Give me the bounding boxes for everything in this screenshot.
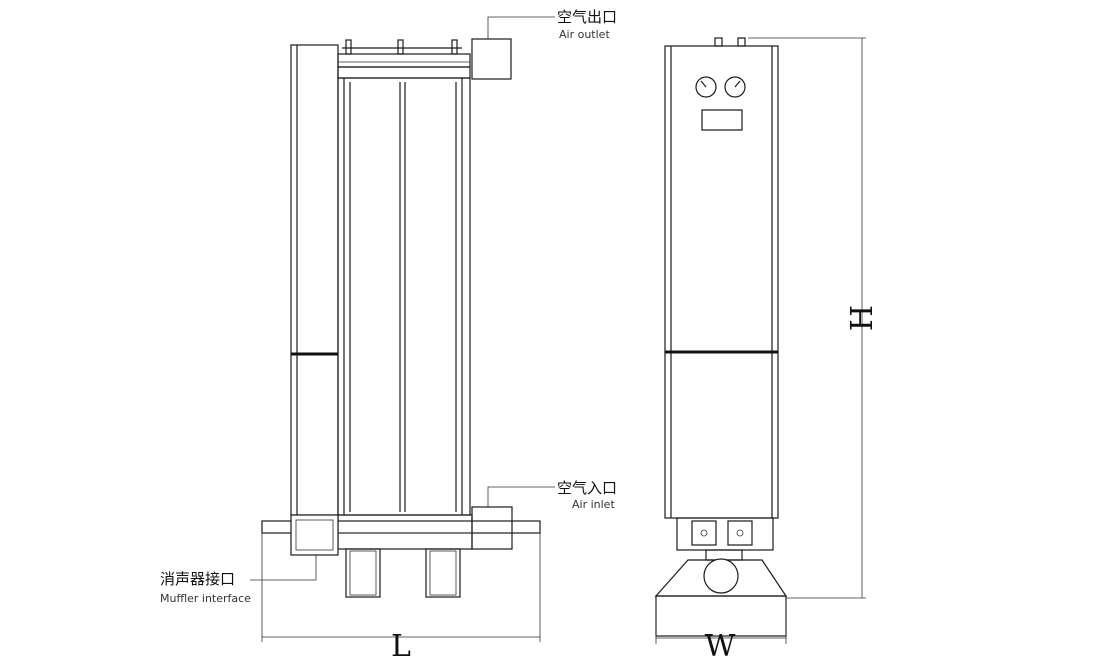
front-leg-left [345,548,381,598]
dim-l-label: L [391,629,411,664]
muffler-label-zh: 消声器接口 [160,570,235,588]
gauge-left-needle [700,80,707,88]
air-outlet-label-zh: 空气出口 [557,8,617,26]
valve-port-left [691,520,717,546]
air-outlet-box [471,38,512,80]
pressure-gauge-left-icon [695,76,717,98]
air-inlet-leader [487,486,555,507]
dim-h-label: H [845,305,880,331]
valve-port-right [727,520,753,546]
callouts: 空气出口 Air outlet 空气入口 Air inlet 消声器接口 Muf… [160,8,617,605]
bottom-header [337,514,473,550]
air-outlet-leader [487,16,555,39]
air-inlet-label-zh: 空气入口 [557,479,617,497]
top-fitting-3 [451,39,458,55]
front-top-header [337,53,471,68]
dim-w-label: W [705,629,736,664]
pressure-gauge-right-icon [724,76,746,98]
valve-port-right-dot [736,529,744,537]
side-top-fitting-1 [714,37,723,47]
muffler-box [290,514,339,556]
air-inlet-label-en: Air inlet [572,498,615,511]
air-outlet-label-en: Air outlet [559,28,610,41]
front-left-column [290,44,339,516]
front-leg-left-inner [349,550,377,596]
front-tower [337,77,471,516]
muffler-label-en: Muffler interface [160,592,251,605]
muffler-cylinder [703,558,739,594]
front-top-band [337,66,471,79]
front-leg-right-inner [429,550,457,596]
front-leg-right [425,548,461,598]
air-inlet-box [471,506,513,550]
side-body [664,45,779,519]
side-top-fitting-2 [737,37,746,47]
top-fitting-1 [345,39,352,55]
display-window [701,109,743,131]
valve-neck [705,549,743,561]
muffler-leader [250,555,317,581]
front-view: L [261,38,541,664]
side-view: W H [654,37,880,664]
muffler-box-inner [295,519,334,551]
gauge-right-needle [734,80,741,88]
valve-port-left-dot [700,529,708,537]
top-fitting-2 [397,39,404,55]
